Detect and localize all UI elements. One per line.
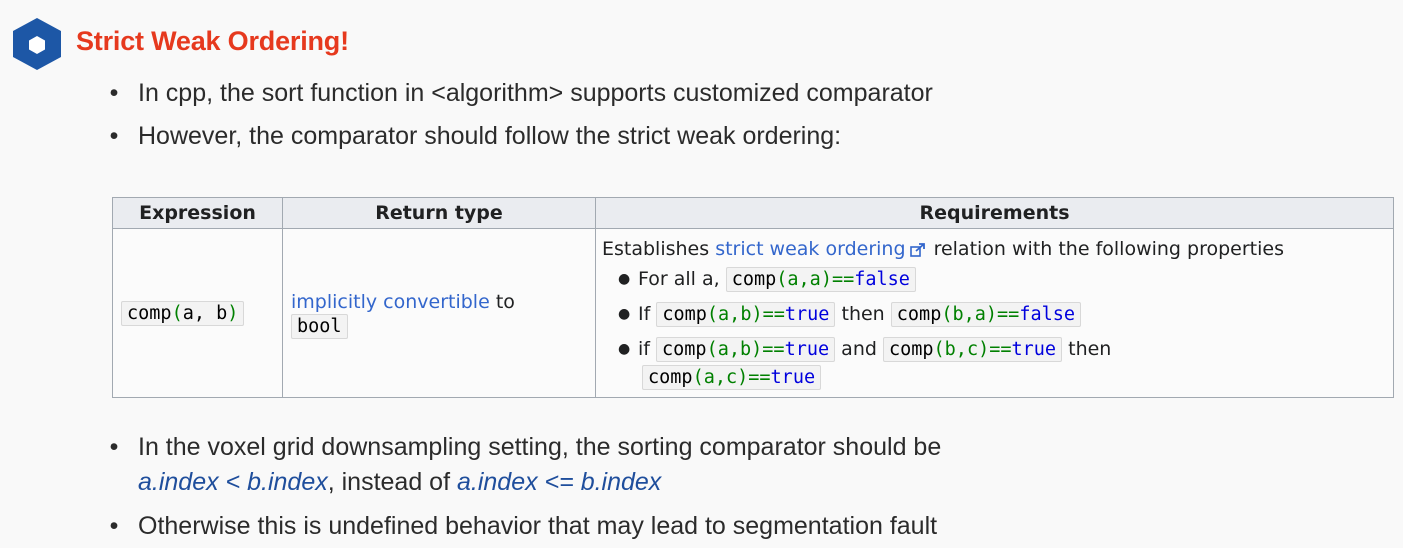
bullet-dot: • <box>109 433 119 461</box>
requirements-lead: Establishes strict weak ordering relatio… <box>602 237 1284 260</box>
list-bullet: ● <box>618 270 631 287</box>
code-comp-bc: comp(b,c)==true <box>882 336 1063 362</box>
table-header-row: Expression Return type Requirements <box>112 197 1394 229</box>
bullet-text: Otherwise this is undefined behavior tha… <box>138 512 938 540</box>
implicitly-link[interactable]: implicitly <box>291 291 378 313</box>
comparator-wrong: a.index <= b.index <box>456 468 662 496</box>
list-bullet: ● <box>618 340 631 357</box>
code-comp-ab: comp(a,b)==true <box>656 336 836 362</box>
external-link-icon <box>909 242 925 257</box>
bullet-text: However, the comparator should follow th… <box>138 122 842 150</box>
bullet-text: In cpp, the sort function in <algorithm>… <box>138 79 933 107</box>
return-type-cell: implicitly convertible to bool <box>282 228 596 398</box>
convertible-link[interactable]: convertible <box>383 291 490 313</box>
expression-code: comp(a, b) <box>121 301 245 326</box>
bullet-dot: • <box>109 122 119 150</box>
property-list: ● For all a, comp(a,a)==false ● If comp(… <box>618 266 1385 390</box>
strict-weak-ordering-link[interactable]: strict weak ordering <box>715 237 906 260</box>
table-row: comp(a, b) implicitly convertible to boo… <box>112 228 1394 398</box>
list-item: ● For all a, comp(a,a)==false <box>618 266 1385 292</box>
requirements-cell: Establishes strict weak ordering relatio… <box>595 228 1394 398</box>
slide-title: Strict Weak Ordering! <box>76 26 349 56</box>
list-bullet: ● <box>618 305 631 322</box>
header-expression: Expression <box>112 197 283 229</box>
code-comp-ac: comp(a,c)==true <box>642 364 822 390</box>
code-comp-ba: comp(b,a)==false <box>890 301 1082 327</box>
to-text: to <box>495 291 515 313</box>
comparator-correct: a.index < b.index <box>138 468 328 496</box>
bullet-dot: • <box>109 79 119 107</box>
requirements-table: Expression Return type Requirements comp… <box>112 197 1394 398</box>
expression-cell: comp(a, b) <box>112 228 283 398</box>
bullet-text: In the voxel grid downsampling setting, … <box>138 433 942 461</box>
code-comp-aa: comp(a,a)==false <box>725 266 916 292</box>
bool-keyword[interactable]: bool <box>291 314 348 339</box>
code-comp-ab: comp(a,b)==true <box>656 301 836 327</box>
list-item: ● If comp(a,b)==true then comp(b,a)==fal… <box>618 301 1385 327</box>
bullet-dot: • <box>109 512 119 540</box>
hexagon-icon <box>13 18 61 70</box>
bullet-text-line2: a.index < b.index, instead of a.index <=… <box>138 468 662 496</box>
header-requirements: Requirements <box>595 197 1394 229</box>
header-return-type: Return type <box>282 197 596 229</box>
list-item: ● if comp(a,b)==true and comp(b,c)==true… <box>618 336 1112 390</box>
